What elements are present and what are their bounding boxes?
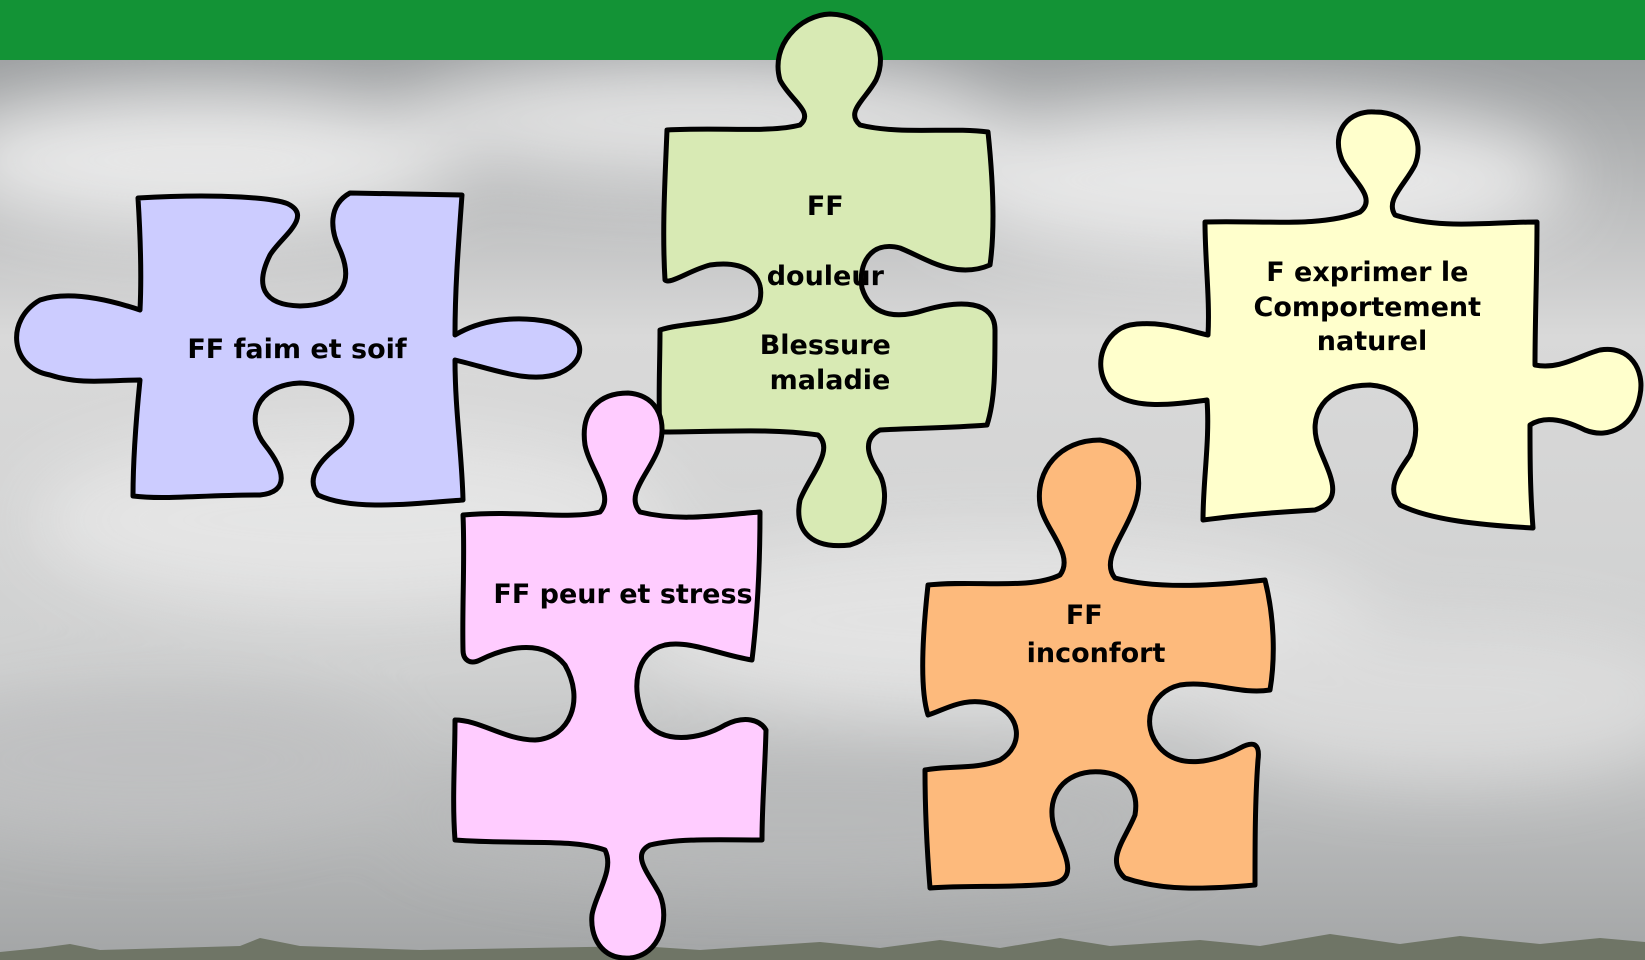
puzzle-piece-douleur-label-4: maladie (770, 365, 891, 396)
puzzle-piece-peur-label-1: FF peur et stress (493, 579, 752, 610)
puzzle-piece-comportement-label-2: Comportement (1254, 292, 1482, 323)
puzzle-piece-douleur-shape (656, 11, 998, 549)
puzzle-piece-comportement-label-3: naturel (1317, 326, 1427, 357)
puzzle-piece-faim-label-1: FF faim et soif (187, 334, 407, 365)
puzzle-piece-faim: FF faim et soif (14, 190, 583, 508)
svg-text:F exprimer le Comporteme: F exprimer le Comportement naturel (1254, 257, 1491, 357)
puzzle-piece-inconfort-shape (920, 437, 1276, 891)
puzzle-piece-comportement-shape (1098, 109, 1644, 531)
puzzle-piece-inconfort: FF inconfort (920, 437, 1276, 891)
svg-text:FF peur et stress: FF peur et stress (493, 579, 752, 610)
puzzle-piece-douleur-label-2: douleur (767, 261, 885, 292)
puzzle-piece-faim-shape (14, 190, 583, 508)
puzzle-piece-comportement: F exprimer le Comportement naturel (1098, 109, 1644, 531)
svg-text:FF inconfort: FF inconfort (1027, 600, 1166, 669)
puzzle-piece-inconfort-label-2: inconfort (1027, 638, 1166, 669)
puzzle-piece-douleur-label-3: Blessure (760, 330, 891, 361)
tree-line (0, 934, 1645, 960)
puzzle-piece-inconfort-label-1: FF (1066, 600, 1103, 631)
svg-text:FF faim et soif: FF faim et soif (187, 334, 407, 365)
puzzle-piece-comportement-label-1: F exprimer le (1266, 257, 1468, 288)
puzzle-piece-douleur: FF douleur Blessure maladie (656, 11, 998, 549)
puzzle-piece-peur: FF peur et stress (451, 390, 769, 960)
svg-text:FF douleur Blessur: FF douleur Blessure maladie (760, 191, 901, 396)
puzzle-piece-peur-shape (451, 390, 769, 960)
puzzle-piece-douleur-label-1: FF (807, 191, 844, 222)
